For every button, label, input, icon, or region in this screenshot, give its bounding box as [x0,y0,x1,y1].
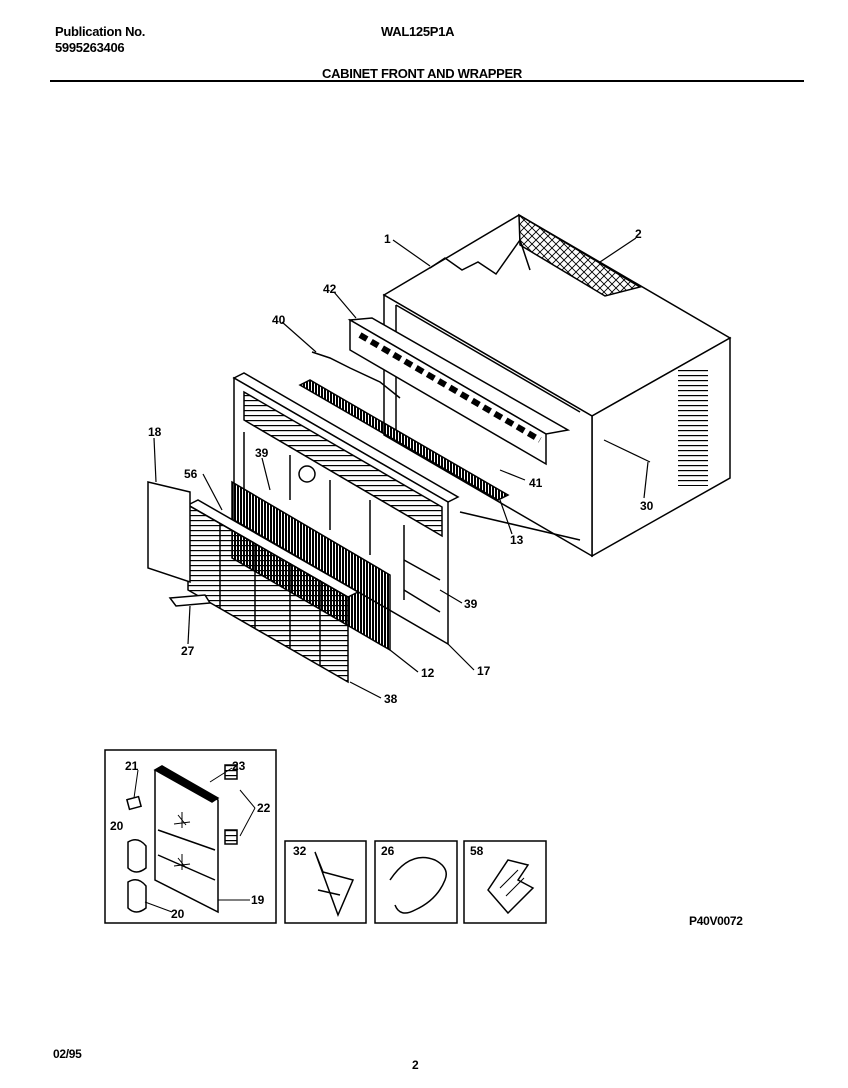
louver-inset [104,749,277,924]
inset-callout-22: 22 [257,801,271,815]
detail-callout-32: 32 [293,844,307,858]
grille-38 [186,499,360,684]
callout-56: 56 [184,467,198,481]
callout-18: 18 [148,425,162,439]
inset-callout-23: 23 [232,759,246,773]
side-panel-18 [147,481,191,584]
coil-13 [298,379,510,501]
callout-27: 27 [181,644,195,658]
callout-42: 42 [323,282,337,296]
publication-label: Publication No. [55,24,146,39]
rail-40 [311,351,401,399]
callout-38: 38 [384,692,398,706]
callout-30: 30 [640,499,654,513]
model-number: WAL125P1A [381,24,455,39]
detail-box-32 [284,840,367,924]
publication-number: 5995263406 [55,40,125,55]
callout-39-lower: 39 [464,597,478,611]
callout-40: 40 [272,313,286,327]
detail-callout-58: 58 [470,844,484,858]
drawing-code: P40V0072 [689,914,743,928]
page-number: 2 [412,1058,419,1072]
callout-39-upper: 39 [255,446,269,460]
front-frame-17 [232,372,460,646]
callout-12: 12 [421,666,435,680]
inset-callout-19: 19 [251,893,265,907]
callout-41: 41 [529,476,543,490]
callout-17: 17 [477,664,491,678]
callout-13: 13 [510,533,524,547]
detail-callout-26: 26 [381,844,395,858]
callout-2: 2 [635,227,642,241]
inset-callout-20-upper: 20 [110,819,124,833]
back-panel-42 [347,317,571,466]
header-rule [50,80,804,82]
leader-lines [153,237,651,699]
inset-callout-20-lower: 20 [171,907,185,921]
detail-box-26 [374,840,458,924]
inset-callout-21: 21 [125,759,139,773]
detail-box-58 [463,840,547,924]
callout-1: 1 [384,232,391,246]
publication-date: 02/95 [53,1047,82,1061]
section-title: CABINET FRONT AND WRAPPER [322,66,523,81]
foot-27 [168,594,212,607]
